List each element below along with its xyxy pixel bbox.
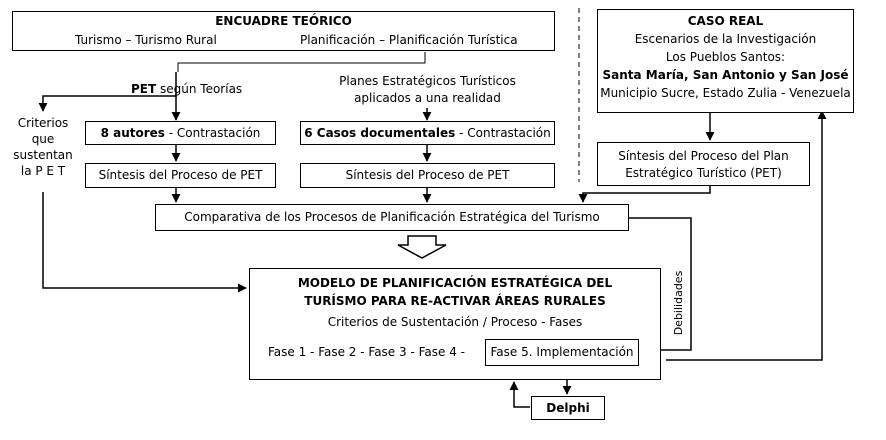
delphi-box — [531, 396, 605, 420]
sintesis-left-label: Síntesis del Proceso de PET — [98, 168, 263, 182]
caso-real-line3: Santa María, San Antonio y San José — [602, 68, 849, 82]
modelo-fases: Fase 1 - Fase 2 - Fase 3 - Fase 4 - — [268, 345, 465, 359]
modelo-title2: TURÍSMO PARA RE-ACTIVAR ÁREAS RURALES — [304, 294, 606, 308]
criterios-line1: Criterios — [17, 116, 69, 130]
caso-real-title: CASO REAL — [687, 14, 764, 28]
fase5-label: Fase 5. Implementación — [490, 345, 634, 359]
sintesis-right-line1: Síntesis del Proceso del Plan — [618, 149, 789, 163]
encuadre-branch-line — [177, 52, 426, 72]
autores-box — [85, 121, 276, 145]
modelo-title1: MODELO DE PLANIFICACIÓN ESTRATÉGICA DEL — [297, 276, 613, 290]
criterios-branch-arrow — [38, 72, 177, 112]
casos-label: 6 Casos documentales - Contrastación — [304, 126, 551, 140]
debilidades-label: Debilidades — [672, 270, 685, 336]
sintesis-mid-label: Síntesis del Proceso de PET — [345, 168, 510, 182]
criterios-line4: la P E T — [20, 164, 66, 178]
encuadre-teorico-box — [12, 11, 555, 51]
sintesis-right-box — [597, 142, 810, 186]
delphi-label: Delphi — [546, 401, 590, 415]
encuadre-left-text: Turismo – Turismo Rural — [75, 33, 217, 47]
autores-label: 8 autores - Contrastación — [100, 126, 261, 140]
sintesis-right-line2: Estratégico Turístico (PET) — [625, 166, 782, 180]
caso-real-line1: Escenarios de la Investigación — [634, 32, 817, 46]
casos-box — [300, 121, 555, 145]
criterios-to-modelo-arrow — [42, 192, 247, 293]
caso-real-box — [597, 9, 854, 113]
feedback-to-caso-arrow — [666, 110, 827, 361]
caso-real-line4: Municipio Sucre, Estado Zulia - Venezuel… — [600, 86, 851, 100]
sintesis-right-to-comparativa-arrow — [578, 186, 711, 203]
hollow-down-arrow — [397, 235, 447, 259]
encuadre-title: ENCUADRE TEÓRICO — [215, 14, 352, 28]
fase5-box — [485, 339, 639, 366]
modelo-subtitle: Criterios de Sustentación / Proceso - Fa… — [327, 315, 583, 329]
sintesis-left-box — [85, 163, 276, 188]
caso-real-line2: Los Pueblos Santos: — [665, 50, 786, 64]
delphi-to-modelo-arrow — [509, 381, 530, 408]
pet-teorias-label: PET según Teorías — [131, 82, 243, 96]
comparativa-label: Comparativa de los Procesos de Planifica… — [184, 210, 600, 224]
planes-line2: aplicados a una realidad — [354, 91, 501, 105]
criterios-line3: sustentan — [13, 148, 73, 162]
planes-line1: Planes Estratégicos Turísticos — [339, 74, 516, 88]
encuadre-right-text: Planificación – Planificación Turística — [300, 33, 518, 47]
debilidades-arrow — [629, 217, 692, 355]
criterios-line2: que — [31, 132, 55, 146]
comparativa-box — [155, 204, 629, 231]
sintesis-mid-box — [300, 163, 555, 188]
